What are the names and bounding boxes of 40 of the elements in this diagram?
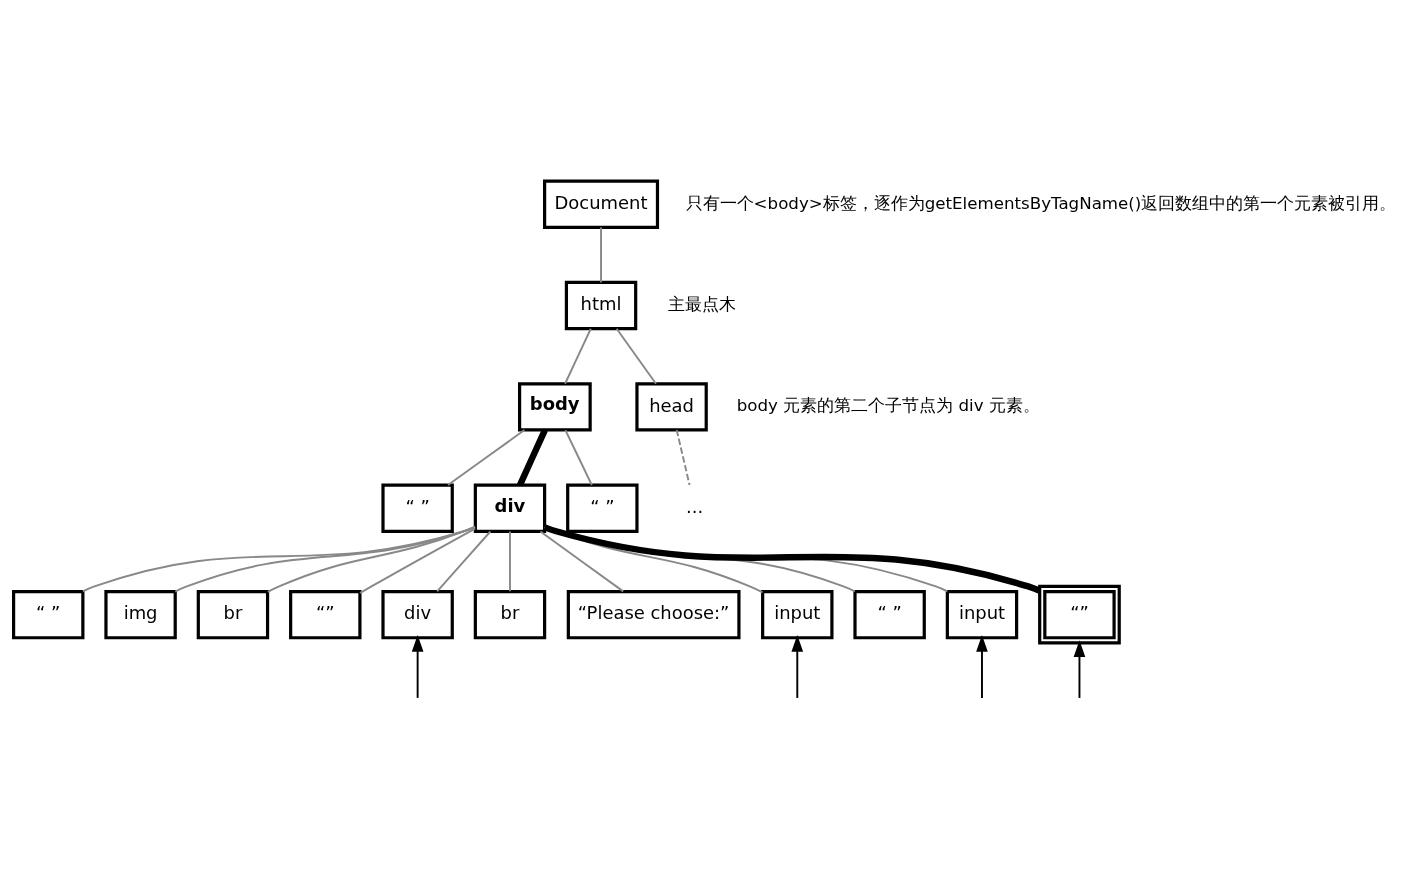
node-box: br — [473, 589, 547, 639]
node-box: body — [518, 381, 592, 432]
connector — [675, 428, 691, 486]
connector — [447, 428, 526, 486]
connector — [517, 428, 548, 486]
node-box: img — [104, 589, 177, 639]
node-box: br — [196, 589, 270, 639]
node-box: “ ” — [381, 483, 454, 533]
connector — [539, 530, 625, 592]
connector — [600, 225, 602, 283]
node-box: head — [635, 381, 708, 432]
node-box: html — [564, 280, 638, 330]
connector — [359, 527, 477, 594]
connector — [564, 428, 593, 486]
connector — [174, 525, 476, 592]
label: 主最点木 — [668, 294, 737, 314]
connector — [81, 525, 477, 592]
node-box: div — [473, 483, 547, 533]
node-box: Document — [543, 179, 660, 229]
node-text: ... — [686, 495, 704, 517]
connector — [509, 530, 511, 592]
node-box: “ ” — [12, 589, 85, 639]
arrow — [1073, 639, 1086, 699]
arrow — [791, 634, 804, 699]
label: body 元素的第二个子节点为 div 元素。 — [736, 395, 1040, 415]
node-box: “ ” — [566, 483, 639, 533]
node-box: “” — [289, 589, 362, 639]
connector — [615, 327, 657, 385]
arrow — [976, 634, 988, 699]
node-box: “” — [1038, 584, 1121, 644]
label: 只有一个<body>标签，逐作为getElementsByTagName()返回数组中的第一个元素被引用。 — [685, 193, 1397, 213]
connector — [266, 525, 476, 593]
connector — [564, 327, 592, 385]
node-box: div — [381, 589, 454, 639]
connector — [436, 530, 492, 592]
node-box: “ ” — [853, 589, 926, 639]
node-box: input — [945, 589, 1019, 639]
arrow — [411, 634, 424, 699]
node-box: input — [761, 589, 834, 639]
node-box: “Please choose:” — [566, 589, 741, 639]
